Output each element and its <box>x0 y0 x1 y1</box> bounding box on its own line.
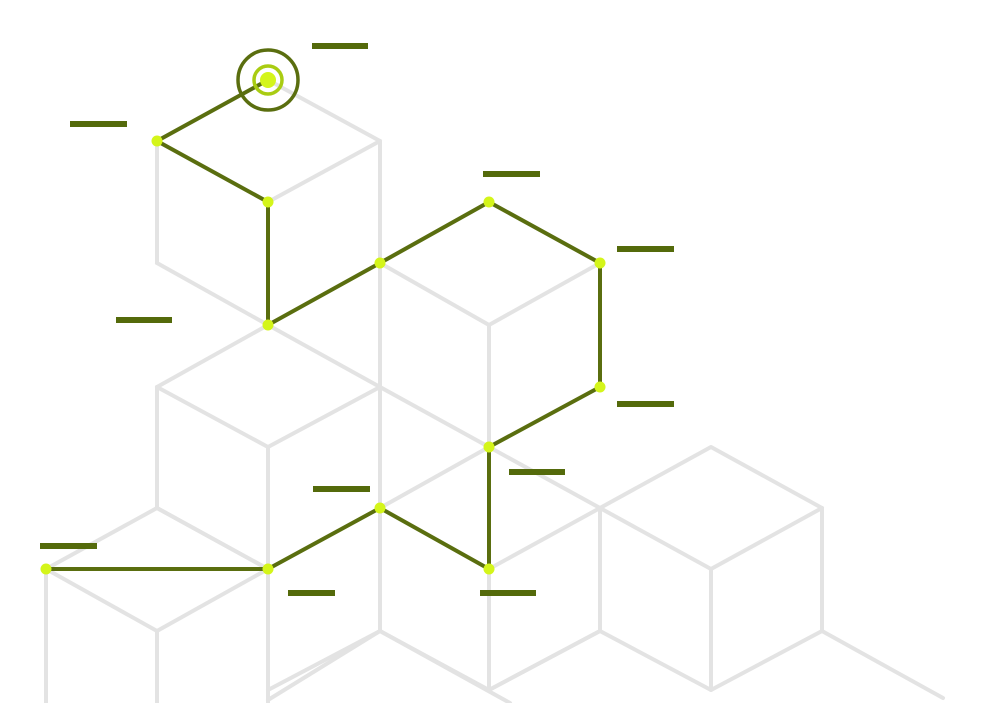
grid-line <box>378 445 602 571</box>
route-node <box>262 563 274 575</box>
grid-line <box>598 629 945 700</box>
route-node <box>151 135 163 147</box>
route-node <box>262 319 274 331</box>
grid-line <box>378 385 491 449</box>
label-bar <box>483 171 540 177</box>
label-bar <box>617 246 674 252</box>
route-node <box>262 196 274 208</box>
route-node <box>594 257 606 269</box>
label-bar <box>116 317 172 323</box>
label-bar <box>617 401 674 407</box>
end-node <box>40 563 52 575</box>
start-ring-inner <box>252 64 284 96</box>
route-node <box>483 196 495 208</box>
grid-line <box>155 261 270 327</box>
route-node <box>374 257 386 269</box>
start-node <box>260 72 276 88</box>
route-line <box>44 78 602 571</box>
grid-line <box>598 445 824 571</box>
route-node <box>483 563 495 575</box>
label-bars <box>40 43 674 596</box>
label-bar <box>312 43 368 49</box>
route-node <box>594 381 606 393</box>
label-bar <box>288 590 335 596</box>
route-node <box>483 441 495 453</box>
label-bar <box>40 543 97 549</box>
route-nodes <box>40 72 606 575</box>
label-bar <box>480 590 536 596</box>
grid-line <box>487 629 602 692</box>
start-ring-outer <box>236 48 300 112</box>
route-node <box>374 502 386 514</box>
grid-line <box>155 78 382 204</box>
label-bar <box>313 486 370 492</box>
route-path <box>44 78 602 571</box>
label-bar <box>70 121 127 127</box>
grid-line <box>155 323 382 449</box>
start-marker <box>236 48 300 112</box>
label-bar <box>509 469 565 475</box>
grid-line <box>266 629 382 702</box>
grid-line <box>378 200 602 327</box>
